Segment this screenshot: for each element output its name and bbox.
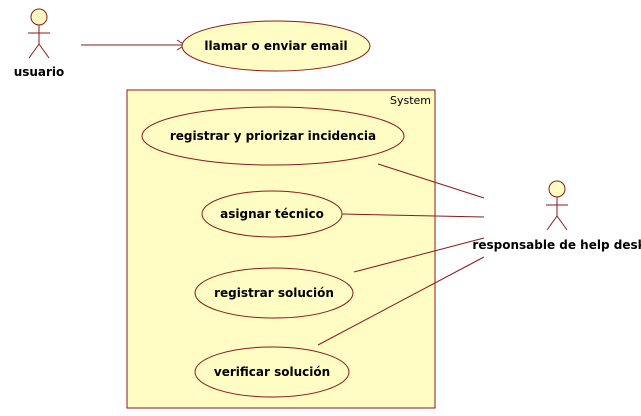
usecase-registrar-incidencia-shape[interactable]: [141, 106, 405, 166]
association-solucion-helpdesk: [353, 237, 485, 273]
actor-helpdesk-leg-right: [556, 215, 568, 231]
actor-helpdesk[interactable]: [546, 180, 568, 231]
usecase-asignar[interactable]: asignar técnico: [201, 190, 343, 238]
usecase-verificar-label: verificar solución: [214, 365, 330, 379]
actor-helpdesk-leg-left: [546, 215, 558, 231]
association-asignar-helpdesk: [341, 213, 485, 218]
usecase-llamar[interactable]: llamar o enviar email: [181, 20, 371, 72]
usecase-registrar-solucion-shape[interactable]: [194, 267, 354, 319]
usecase-registrar-incidencia[interactable]: registrar y priorizar incidencia: [141, 106, 405, 166]
usecase-asignar-shape[interactable]: [201, 190, 343, 238]
associations: [81, 39, 485, 346]
actor-helpdesk-head[interactable]: [548, 180, 566, 198]
usecase-asignar-label: asignar técnico: [220, 207, 324, 221]
usecase-verificar-shape[interactable]: [194, 346, 350, 398]
actor-helpdesk-label: responsable de help desk: [472, 238, 641, 252]
actor-usuario-leg-left: [28, 43, 40, 59]
actor-usuario-head[interactable]: [30, 8, 48, 26]
usecase-registrar-solucion-label: registrar solución: [214, 286, 334, 300]
usecase-registrar-incidencia-label: registrar y priorizar incidencia: [170, 129, 376, 143]
actor-usuario-label: usuario: [14, 65, 65, 79]
usecase-llamar-label: llamar o enviar email: [204, 39, 347, 53]
usecase-registrar-solucion[interactable]: registrar solución: [194, 267, 354, 319]
usecase-llamar-shape[interactable]: [181, 20, 371, 72]
usecase-verificar[interactable]: verificar solución: [194, 346, 350, 398]
system-label: System: [390, 94, 431, 107]
association-incidencia-helpdesk: [377, 163, 485, 199]
actor-usuario-leg-right: [38, 43, 50, 59]
association-verificar-helpdesk: [317, 256, 485, 346]
actor-usuario[interactable]: [28, 8, 50, 59]
